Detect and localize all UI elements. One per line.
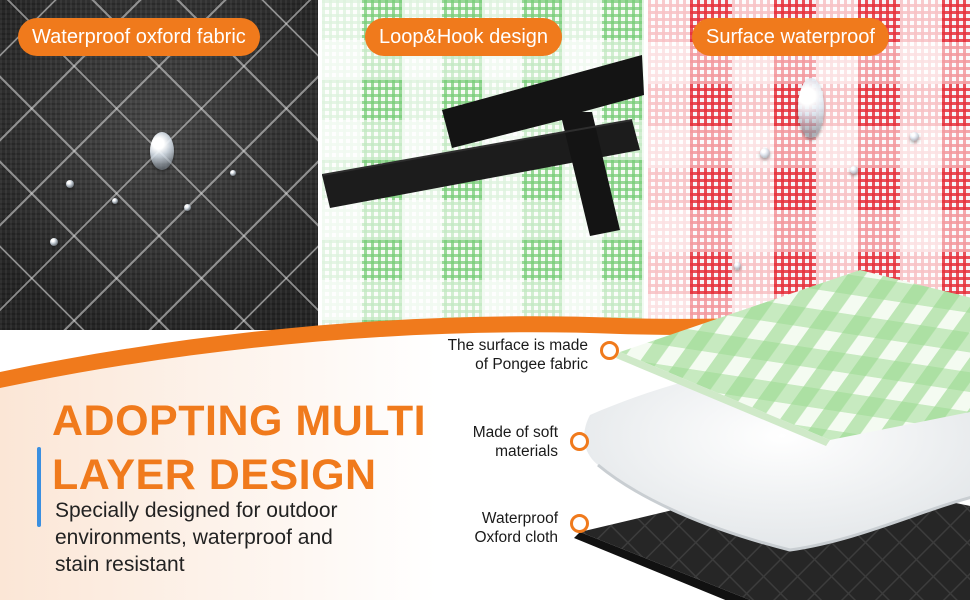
water-drop: [150, 132, 174, 170]
water-drop: [798, 78, 824, 138]
layer-stack-illustration: [574, 270, 970, 600]
description: Specially designed for outdoor environme…: [55, 497, 415, 578]
callout-surface-marker: [600, 341, 619, 360]
water-drop: [850, 166, 858, 174]
water-drop: [112, 198, 118, 204]
headline: ADOPTING MULTI LAYER DESIGN: [52, 394, 426, 502]
callout-soft-line1: Made of soft: [472, 424, 558, 441]
loop-hook-photo: [322, 0, 644, 330]
water-drop: [760, 148, 770, 158]
water-drop: [734, 262, 741, 269]
callout-oxford-line2: Oxford cloth: [474, 529, 558, 546]
description-line3: stain resistant: [55, 553, 185, 576]
surface-waterproof-photo: [648, 0, 970, 330]
description-line2: environments, waterproof and: [55, 526, 333, 549]
badge-surface-waterproof: Surface waterproof: [692, 18, 889, 56]
water-drop: [230, 170, 236, 176]
callout-surface: The surface is made of Pongee fabric: [448, 336, 588, 374]
badge-loop-hook: Loop&Hook design: [365, 18, 563, 56]
callout-soft-line2: materials: [495, 443, 558, 460]
description-line1: Specially designed for outdoor: [55, 499, 338, 522]
callout-oxford-marker: [570, 514, 589, 533]
badge-waterproof-oxford: Waterproof oxford fabric: [18, 18, 260, 56]
callout-oxford-line1: Waterproof: [481, 510, 558, 527]
callout-surface-line1: The surface is made: [447, 337, 588, 354]
callout-surface-line2: of Pongee fabric: [475, 356, 588, 373]
headline-line1: ADOPTING MULTI: [52, 397, 427, 445]
water-drop: [184, 204, 191, 211]
callout-soft-material: Made of soft materials: [473, 423, 558, 461]
velcro-strap: [322, 55, 644, 236]
headline-line2: LAYER DESIGN: [52, 451, 377, 499]
callout-oxford-cloth: Waterproof Oxford cloth: [474, 509, 558, 547]
water-drop: [910, 132, 919, 141]
callout-soft-marker: [570, 432, 589, 451]
water-drop: [66, 180, 74, 188]
accent-bar: [37, 447, 41, 527]
water-drop: [50, 238, 58, 246]
